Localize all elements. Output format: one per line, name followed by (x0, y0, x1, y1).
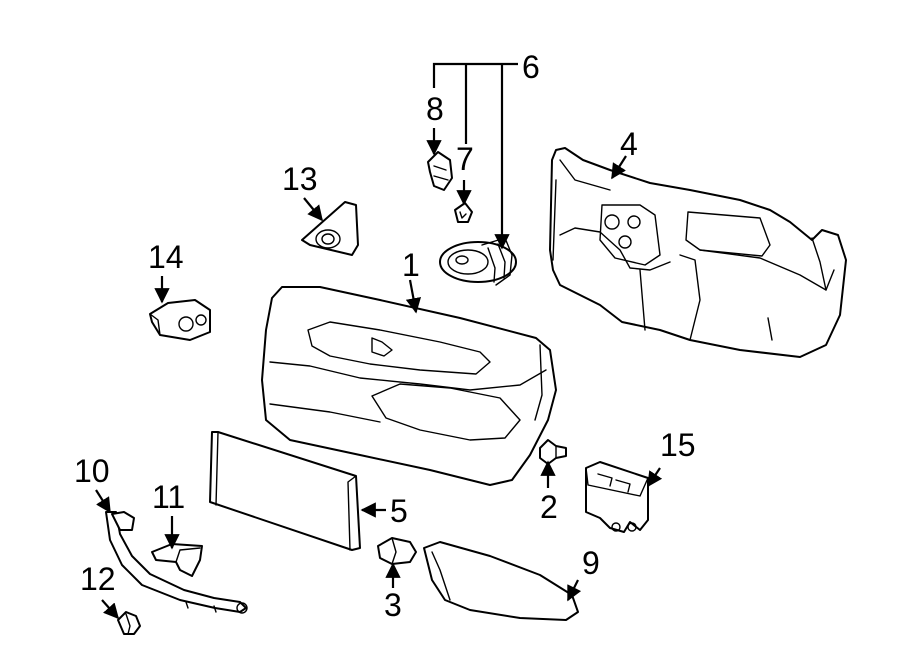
plug-part (377, 537, 417, 565)
callout-4: 4 (620, 126, 638, 162)
bulb-part (454, 202, 473, 223)
leader-15 (647, 467, 663, 488)
mirror-cover-part (301, 201, 359, 256)
callout-6: 6 (522, 49, 540, 85)
callout-7: 7 (456, 141, 474, 177)
leader-6-bracket (432, 62, 518, 88)
callout-2: 2 (540, 489, 558, 525)
inner-door-frame-part (549, 147, 847, 358)
armrest-cover-part (423, 541, 579, 621)
leader-13 (303, 197, 323, 222)
callout-10: 10 (74, 453, 110, 489)
callout-1: 1 (402, 247, 420, 283)
callout-15: 15 (660, 427, 696, 463)
leader-4 (611, 155, 627, 180)
clip-part (117, 611, 141, 635)
mirror-switch-part (149, 299, 211, 341)
door-trim-panel-part (261, 286, 557, 486)
leader-9 (567, 579, 582, 602)
callout-11: 11 (152, 479, 185, 515)
callout-labels: 1 2 3 4 5 6 7 8 9 10 11 12 13 14 15 (74, 49, 696, 623)
leader-lines (95, 62, 663, 620)
callout-14: 14 (148, 239, 184, 275)
callout-9: 9 (582, 545, 600, 581)
weatherstrip-part (105, 511, 248, 614)
socket-part (427, 151, 453, 191)
callout-3: 3 (384, 587, 402, 623)
callout-13: 13 (282, 161, 318, 197)
leader-10 (95, 489, 111, 514)
callout-5: 5 (390, 493, 408, 529)
window-switch-part (585, 461, 649, 533)
leader-1 (405, 279, 422, 314)
callout-8: 8 (426, 91, 444, 127)
push-pin-clip-part (539, 439, 567, 465)
armrest-pad-part (209, 431, 361, 551)
callout-12: 12 (80, 561, 116, 597)
speaker-part (439, 237, 517, 286)
bracket-part (151, 543, 203, 577)
leader-12 (101, 599, 120, 620)
